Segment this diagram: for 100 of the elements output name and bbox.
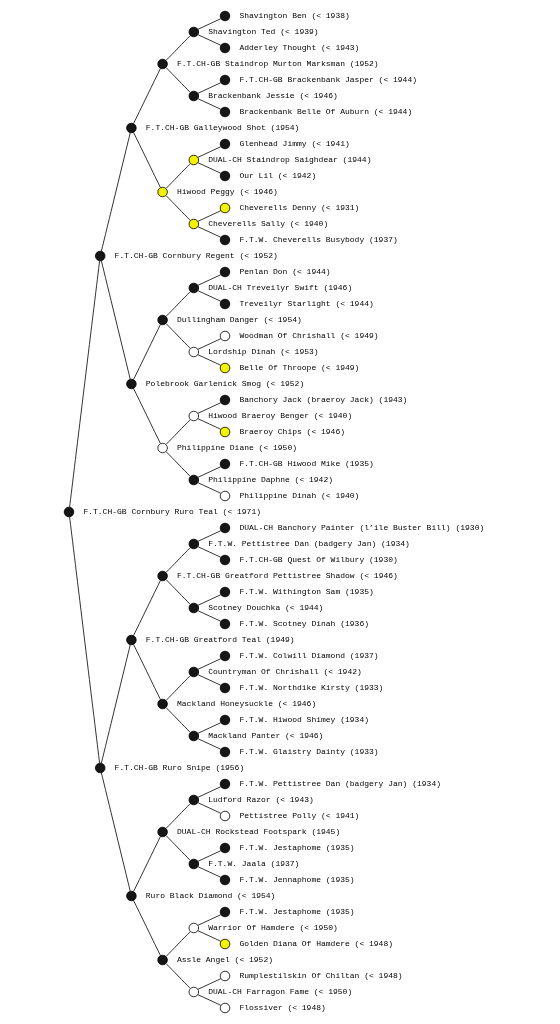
connector	[165, 291, 191, 317]
connector	[165, 163, 191, 189]
connector	[197, 786, 222, 798]
node-circle	[219, 682, 231, 694]
connector	[165, 451, 191, 477]
node-circle	[188, 986, 199, 998]
node-circle	[219, 522, 231, 534]
connector	[69, 260, 100, 508]
node-circle	[219, 202, 231, 214]
node-circle	[188, 666, 199, 678]
node-label: F.T.W. Withington Sam (1935)	[239, 587, 374, 596]
node-circle	[126, 122, 137, 134]
node-label: F.T.W. Pettistree Dan (badgery Jan) (1934)	[239, 779, 442, 788]
node-circle	[157, 698, 168, 710]
node-circle	[219, 106, 231, 118]
node-circle	[188, 218, 199, 230]
connector	[133, 900, 161, 956]
node-label: Warrior Of Hamdere (< 1950)	[208, 923, 338, 932]
node-label: Scotney Douchka (< 1944)	[208, 603, 324, 612]
node-circle	[219, 874, 231, 886]
node-label: Philippine Dinah (< 1940)	[239, 491, 360, 500]
node-label: Adderley Thought (< 1943)	[239, 43, 360, 52]
node-label: F.T.W. Cheverells Busybody (1937)	[239, 235, 398, 244]
node-label: Ruro Black Diamond (< 1954)	[145, 891, 276, 900]
connector	[197, 18, 222, 30]
node-label: F.T.CH-GB Cornbury Ruro Teal (< 1971)	[83, 507, 262, 516]
node-circle	[219, 42, 231, 54]
node-circle	[157, 58, 168, 70]
node-label: F.T.CH-GB Brackenbank Jasper (< 1944)	[239, 75, 418, 84]
connector	[197, 466, 222, 478]
node-label: Shavington Ben (< 1938)	[239, 11, 350, 20]
connector	[165, 35, 191, 61]
connector	[197, 34, 222, 46]
node-label: F.T.W. Jestaphome (1935)	[239, 907, 355, 916]
node-label: F.T.W. Hiwood Shimey (1934)	[239, 715, 370, 724]
connector	[197, 98, 222, 110]
connector	[133, 324, 161, 380]
node-circle	[188, 858, 199, 870]
node-circle	[219, 234, 231, 246]
node-label: F.T.CH-GB Staindrop Murton Marksman (1952)	[177, 59, 379, 68]
node-circle	[219, 554, 231, 566]
node-circle	[126, 634, 137, 646]
node-label: DUAL-CH Staindrop Saighdear (1944)	[208, 155, 372, 164]
node-circle	[219, 170, 231, 182]
node-label: DUAL-CH Banchory Painter (l’ile Buster Bill) (1930)	[239, 523, 485, 532]
connector	[197, 610, 222, 622]
connector	[197, 994, 222, 1006]
node-label: F.T.W. Jaala (1937)	[208, 859, 300, 868]
connector	[165, 835, 191, 861]
connector	[165, 579, 191, 605]
node-label: F.T.CH-GB Cornbury Regent (< 1952)	[114, 251, 278, 260]
connector	[165, 547, 191, 573]
connector	[165, 195, 191, 221]
node-label: Ludford Razor (< 1943)	[208, 795, 314, 804]
node-circle	[188, 282, 199, 294]
connector	[197, 802, 222, 814]
node-circle	[188, 730, 199, 742]
node-circle	[219, 970, 231, 982]
node-circle	[219, 650, 231, 662]
node-circle	[95, 250, 106, 262]
node-label: F.T.W. Scotney Dinah (1936)	[239, 619, 370, 628]
node-label: F.T.CH-GB Hiwood Mike (1935)	[239, 459, 374, 468]
node-label: F.T.W. Colwill Diamond (1937)	[239, 651, 379, 660]
connector	[100, 132, 131, 252]
node-circle	[219, 586, 231, 598]
connector	[165, 707, 191, 733]
node-label: Flossiver (< 1948)	[239, 1003, 326, 1012]
node-circle	[219, 490, 231, 502]
node-label: Glenhead Jimmy (< 1941)	[239, 139, 350, 148]
node-circle	[188, 602, 199, 614]
node-circle	[219, 1002, 231, 1014]
connector	[197, 162, 222, 174]
connector	[197, 82, 222, 94]
node-label: Brackenbank Belle Of Auburn (< 1944)	[239, 107, 413, 116]
node-circle	[219, 810, 231, 822]
node-label: Treveilyr Starlight (< 1944)	[239, 299, 374, 308]
node-label: Our Lil (< 1942)	[239, 171, 317, 180]
node-circle	[157, 186, 168, 198]
node-label: Braeroy Chips (< 1946)	[239, 427, 346, 436]
connector	[133, 836, 161, 892]
node-label: Rumplestilskin Of Chiltan (< 1948)	[239, 971, 403, 980]
connector	[133, 388, 161, 444]
connector	[197, 146, 222, 158]
node-label: F.T.CH-GB Ruro Snipe (1956)	[114, 763, 245, 772]
connector	[165, 803, 191, 829]
connector	[165, 323, 191, 349]
connector	[165, 675, 191, 701]
node-circle	[157, 442, 168, 454]
node-label: Cheverells Sally (< 1940)	[208, 219, 329, 228]
node-circle	[219, 74, 231, 86]
connector	[197, 978, 222, 990]
node-circle	[219, 394, 231, 406]
node-circle	[219, 330, 231, 342]
node-label: Banchory Jack (braeroy Jack) (1943)	[239, 395, 408, 404]
connector	[197, 274, 222, 286]
node-label: Assle Angel (< 1952)	[177, 955, 274, 964]
node-label: Hiwood Peggy (< 1946)	[177, 187, 278, 196]
node-label: Brackenbank Jessie (< 1946)	[208, 91, 338, 100]
node-label: Dullingham Danger (< 1954)	[177, 315, 302, 324]
connector	[197, 850, 222, 862]
